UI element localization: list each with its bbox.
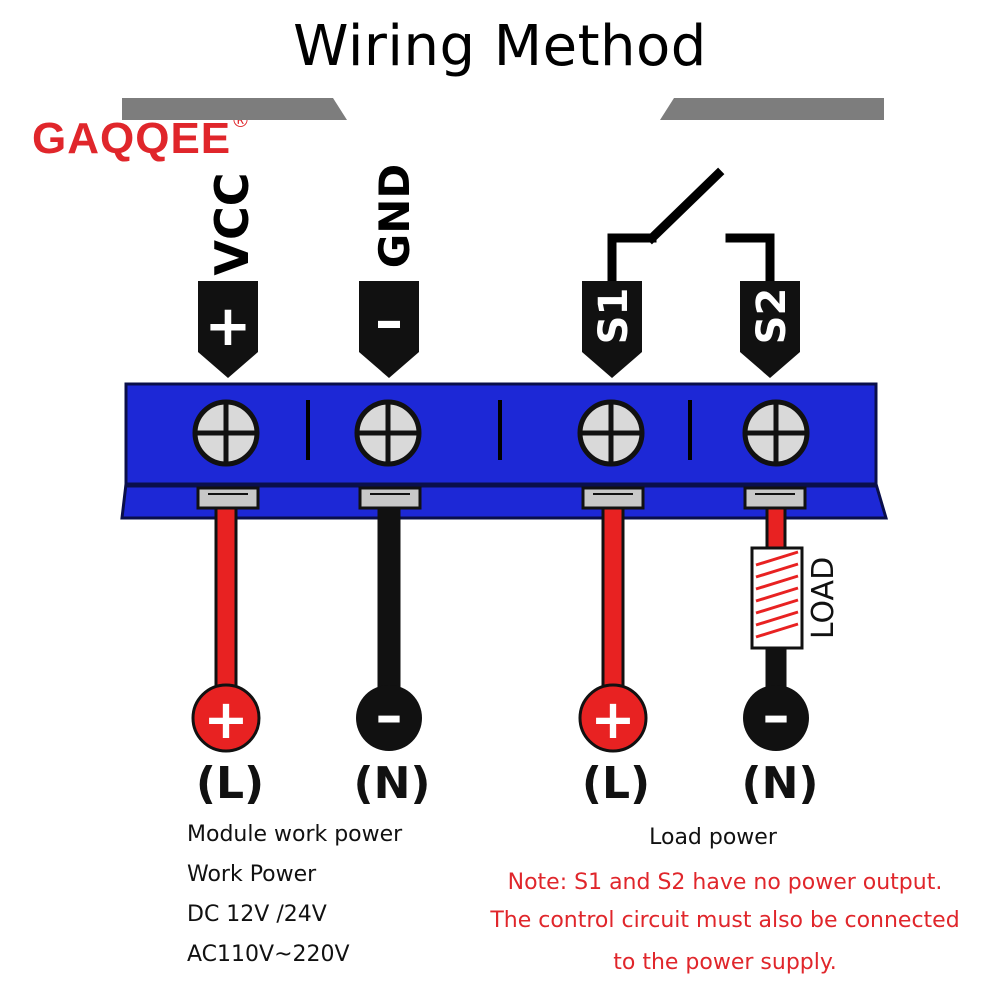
s2-tag-label: S2: [749, 288, 795, 345]
module-power-line: AC110V~220V: [187, 942, 350, 967]
brand-logo: GAQQEE®: [32, 110, 249, 164]
vcc-plus-sign: +: [205, 294, 252, 359]
screw-gnd: [354, 399, 422, 467]
switch-symbol: [607, 167, 775, 290]
gnd-label: GND: [370, 164, 419, 269]
page-title: Wiring Method: [293, 14, 707, 79]
supply-symbol: –: [376, 684, 403, 747]
module-power-heading: Module work power: [187, 822, 403, 847]
clamp-vcc: [196, 486, 260, 510]
supply-terminal-l: +: [191, 683, 261, 753]
wire-s1: [601, 506, 625, 694]
gnd-arrow-tag: –: [359, 281, 419, 378]
screw-s1: [577, 399, 645, 467]
supply-symbol: +: [590, 688, 635, 751]
note-line: The control circuit must also be connect…: [490, 908, 960, 933]
module-power-line: Work Power: [187, 862, 317, 887]
s1-tag-label: S1: [591, 288, 637, 345]
load-power-heading: Load power: [649, 825, 777, 850]
screw-vcc: [192, 399, 260, 467]
supply-terminal-n: –: [743, 684, 809, 751]
supply-symbol: +: [203, 688, 248, 751]
clamp-s2: [743, 486, 807, 510]
top-bar-right: [660, 98, 884, 120]
load-symbol: [750, 546, 804, 650]
s2-arrow-tag: S2: [740, 281, 800, 378]
supply-terminal-n: –: [356, 684, 422, 751]
note-line: to the power supply.: [613, 950, 837, 975]
supply-label: (L): [582, 758, 650, 809]
clamp-s1: [581, 486, 645, 510]
clamp-gnd: [358, 486, 422, 510]
supply-label: (L): [196, 758, 264, 809]
module-power-line: DC 12V /24V: [187, 902, 327, 927]
load-label: LOAD: [806, 557, 841, 639]
top-bar-left: [122, 98, 347, 120]
vcc-label: VCC: [205, 172, 259, 275]
supply-terminal-l: +: [578, 683, 648, 753]
vcc-arrow-tag: +: [198, 281, 258, 378]
supply-symbol: –: [763, 684, 790, 747]
screw-s2: [742, 399, 810, 467]
supply-label: (N): [741, 758, 818, 809]
supply-label: (N): [353, 758, 430, 809]
gnd-minus-sign: –: [375, 289, 403, 354]
wire-s2-top: [765, 506, 787, 550]
note-line: Note: S1 and S2 have no power output.: [507, 870, 943, 895]
brand-name: GAQQEE: [32, 114, 232, 163]
wire-gnd: [377, 506, 401, 694]
s1-arrow-tag: S1: [582, 281, 642, 378]
wire-vcc: [214, 506, 238, 694]
